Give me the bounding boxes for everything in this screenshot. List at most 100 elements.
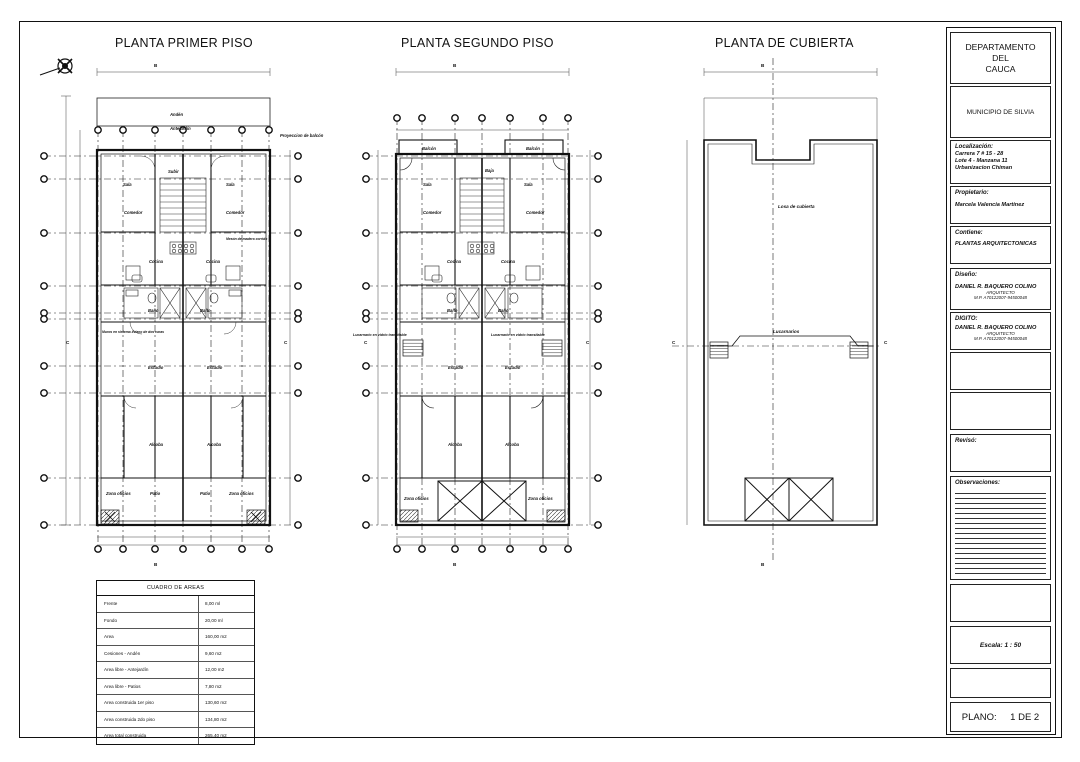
label-alcoba-left-2: Alcoba [447, 442, 463, 447]
label-comedor-right: Comedor [226, 210, 245, 215]
label-zona-oficios-right: Zona oficios [228, 491, 254, 496]
label-lucarnario-right: Lucarnario en vidrio transitable [491, 333, 545, 337]
grid-bubble [362, 474, 370, 482]
grid-bubble [94, 126, 102, 134]
grid-bubble [362, 521, 370, 529]
areas-table-title: CUADRO DE AREAS [97, 581, 254, 596]
localizacion-line-1: Carrera 7 # 15 - 28 [955, 151, 1004, 157]
section-mark-c-5: C [672, 340, 676, 345]
grid-bubble [539, 114, 547, 122]
label-estudio-right: Estudio [207, 365, 223, 370]
grid-bubble [119, 545, 127, 553]
label-balcony-projection: Proyeccion de balcón [280, 133, 324, 138]
label-comedor-right-2: Comedor [526, 210, 545, 215]
label-lucarnarios: Lucarnarios [773, 329, 800, 334]
grid-bubble [40, 175, 48, 183]
grid-bubble [238, 545, 246, 553]
digito-name: DANIEL R. BAQUERO COLINO [955, 325, 1037, 331]
label-cocina-left-2: Cocina [447, 259, 462, 264]
label-balcon-left: Balcón [422, 146, 436, 151]
contiene-value: PLANTAS ARQUITECTONICAS [955, 241, 1037, 247]
title-block-empty-3 [950, 584, 1051, 622]
label-alcoba-right-2: Alcoba [504, 442, 520, 447]
grid-lines [44, 130, 298, 549]
grid-bubble [362, 362, 370, 370]
label-baja: Baja [485, 168, 495, 173]
diseno-title: ARQUITECTO [986, 290, 1015, 295]
localizacion-line-2: Lote 4 - Manzana 11 [955, 158, 1008, 164]
grid-bubble [294, 282, 302, 290]
grid-bubble [564, 114, 572, 122]
section-mark-b-bottom-1: B [154, 562, 158, 567]
label-anden: Andén [169, 112, 183, 117]
grid-bubble [594, 315, 602, 323]
area-value: 160,00 m2 [205, 634, 227, 640]
grid-bubble [294, 362, 302, 370]
label-balcon-right: Balcón [526, 146, 540, 151]
label-patio-right: Patio [200, 491, 211, 496]
label-bano-right-2: Baño [498, 308, 509, 313]
table-row: Area 160,00 m2 [97, 629, 254, 646]
area-label: Area construida 1er piso [97, 695, 199, 711]
label-cocina-right-2: Cocina [501, 259, 516, 264]
grid-bubble [594, 229, 602, 237]
grid-bubble [362, 282, 370, 290]
sheet-frame [19, 21, 1062, 738]
grid-bubble [539, 545, 547, 553]
section-mark-b-top-1: B [154, 63, 158, 68]
observaciones-label: Observaciones: [955, 480, 1001, 486]
grid-bubble [40, 521, 48, 529]
area-value: 8,00 ml [205, 601, 221, 607]
grid-bubble [478, 114, 486, 122]
plan-second-floor: Balcón Balcón Sala Baja Sala Comedor Com… [353, 68, 602, 553]
plan-first-floor: Andén Antejardín Proyeccion de balcón Sa… [40, 68, 324, 553]
title-block-department: DEPARTAMENTO DEL CAUCA [950, 32, 1051, 84]
label-wall-note: Muros en sistema liviano de dos caras [102, 330, 164, 334]
digito-title: ARQUITECTO [986, 331, 1015, 336]
area-value: 265,40 m2 [205, 733, 227, 739]
reviso-label: Revisó: [955, 438, 977, 444]
section-mark-c-6: C [884, 340, 888, 345]
propietario-name: Marcela Valencia Martinez [955, 202, 1025, 208]
grid-bubble [94, 545, 102, 553]
area-label: Area [97, 629, 199, 645]
dept-line-1: DEPARTAMENTO [965, 42, 1036, 52]
label-comedor-left: Comedor [124, 210, 143, 215]
title-second-floor: PLANTA SEGUNDO PISO [401, 36, 554, 50]
grid-bubble [418, 114, 426, 122]
label-zona-oficios-right-2: Zona oficios [527, 496, 553, 501]
label-estudio-left-2: Estudio [448, 365, 464, 370]
title-block-reviso: Revisó: [950, 434, 1051, 472]
grid-bubble [294, 389, 302, 397]
title-block-municipio: MUNICIPIO DE SILVIA [950, 86, 1051, 138]
label-losa-cubierta: Losa de cubierta [778, 204, 815, 209]
label-bano-right: Baño [200, 308, 211, 313]
label-cocina-right: Cocina [206, 259, 221, 264]
area-value: 7,80 m2 [205, 683, 222, 689]
grid-bubble [40, 474, 48, 482]
grid-bubble [40, 152, 48, 160]
grid-bubble [40, 362, 48, 370]
area-label: Area libre - Antejardín [97, 662, 199, 678]
grid-bubble [294, 521, 302, 529]
area-value: 9,60 m2 [205, 650, 222, 656]
localizacion-label: Localización: [955, 144, 994, 150]
contiene-label: Contiene: [955, 230, 983, 236]
label-estudio-left: Estudio [148, 365, 164, 370]
label-antejardin: Antejardín [169, 126, 191, 131]
label-alcoba-left: Alcoba [148, 442, 164, 447]
grid-bubble [265, 126, 273, 134]
section-mark-c-1: C [66, 340, 70, 345]
area-label: Area construida 2do piso [97, 711, 199, 727]
title-block-empty-1 [950, 352, 1051, 390]
observaciones-lines [955, 489, 1046, 575]
label-alcoba-right: Alcoba [206, 442, 222, 447]
label-cocina-left: Cocina [149, 259, 164, 264]
